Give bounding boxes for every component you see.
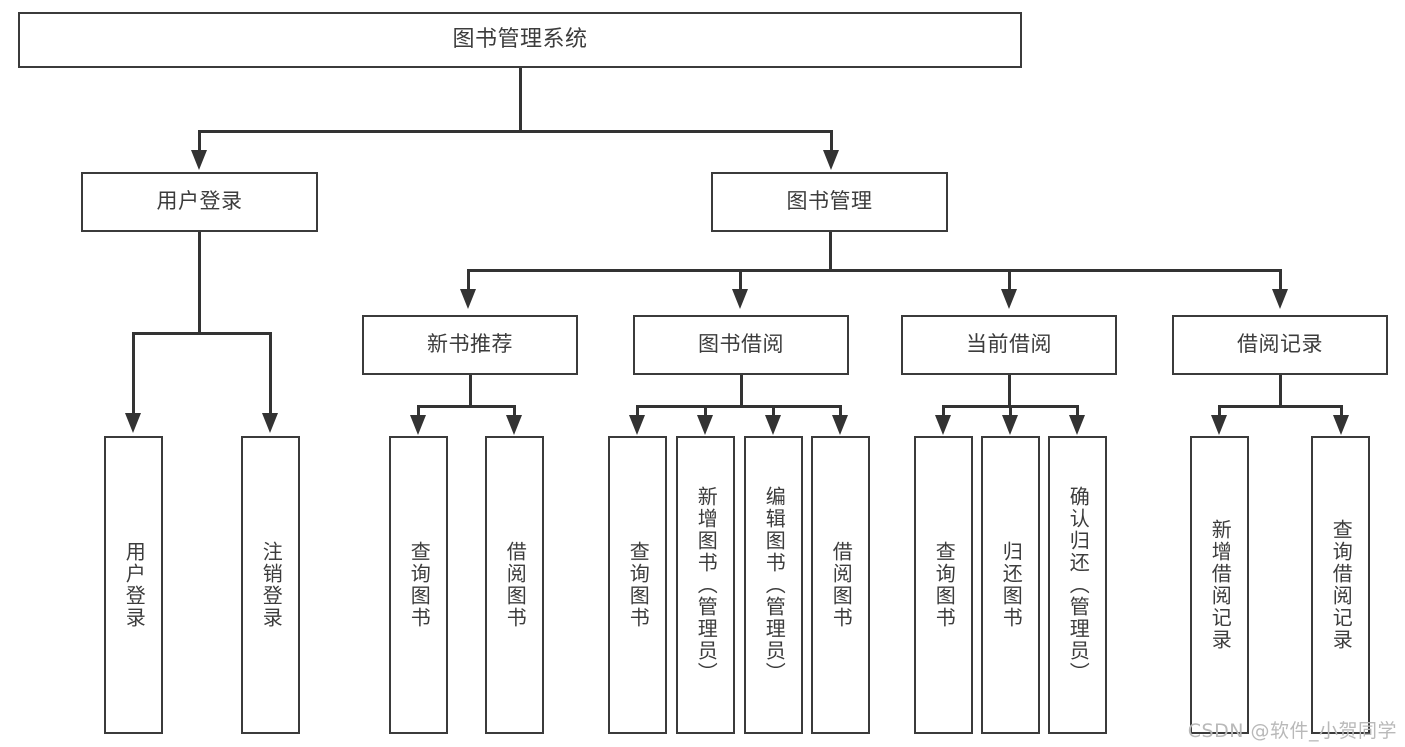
- connector-borrow-record-stem: [1279, 375, 1282, 407]
- connector-leaf-current-borrow-2: [1009, 405, 1012, 417]
- node-current-borrow[interactable]: 当前借阅: [901, 315, 1117, 375]
- node-label: 借阅记录: [1237, 332, 1323, 357]
- arrow-leaf-book-borrow-3: [765, 415, 781, 435]
- arrow-to-borrow-record: [1272, 289, 1288, 309]
- node-book-management[interactable]: 图书管理: [711, 172, 948, 232]
- connector-leaf-user-login-1: [132, 332, 135, 415]
- leaf-label: 借阅图书: [829, 541, 854, 629]
- connector-leaf-current-borrow-3: [1076, 405, 1079, 417]
- arrow-to-user-login: [191, 150, 207, 170]
- node-label: 用户登录: [156, 189, 243, 214]
- connector-leaf-book-borrow-2: [704, 405, 707, 417]
- leaf-current-borrow-2[interactable]: 归还图书: [981, 436, 1040, 734]
- connector-to-book-manage: [830, 130, 833, 152]
- arrow-to-book-manage: [823, 150, 839, 170]
- leaf-user-login-2[interactable]: 注销登录: [241, 436, 300, 734]
- connector-leaf-borrow-record-1: [1218, 405, 1221, 417]
- leaf-label: 查询图书: [932, 541, 957, 629]
- node-new-book-recommend[interactable]: 新书推荐: [362, 315, 578, 375]
- node-book-borrow[interactable]: 图书借阅: [633, 315, 849, 375]
- arrow-leaf-current-borrow-2: [1002, 415, 1018, 435]
- leaf-label: 新增图书（管理员）: [694, 486, 719, 684]
- leaf-user-login-1[interactable]: 用户登录: [104, 436, 163, 734]
- connector-current-borrow-stem: [1008, 375, 1011, 407]
- leaf-new-book-2[interactable]: 借阅图书: [485, 436, 544, 734]
- leaf-book-borrow-3[interactable]: 编辑图书（管理员）: [744, 436, 803, 734]
- arrow-leaf-user-login-1: [125, 413, 141, 433]
- connector-to-borrow-record: [1279, 269, 1282, 291]
- arrow-leaf-current-borrow-1: [935, 415, 951, 435]
- connector-leaf-user-login-2: [269, 332, 272, 415]
- arrow-leaf-new-book-2: [506, 415, 522, 435]
- node-label: 当前借阅: [966, 332, 1052, 357]
- leaf-book-borrow-4[interactable]: 借阅图书: [811, 436, 870, 734]
- leaf-label: 编辑图书（管理员）: [762, 486, 787, 684]
- leaf-label: 查询图书: [626, 541, 651, 629]
- leaf-label: 归还图书: [999, 541, 1024, 629]
- connector-to-user-login: [198, 130, 201, 152]
- leaf-label: 新增借阅记录: [1208, 519, 1233, 651]
- connector-leaf-new-book-1: [417, 405, 420, 417]
- arrow-leaf-borrow-record-1: [1211, 415, 1227, 435]
- arrow-leaf-user-login-2: [262, 413, 278, 433]
- arrow-leaf-new-book-1: [410, 415, 426, 435]
- connector-book-manage-bar: [467, 269, 1281, 272]
- connector-leaf-book-borrow-1: [636, 405, 639, 417]
- leaf-new-book-1[interactable]: 查询图书: [389, 436, 448, 734]
- leaf-label: 确认归还（管理员）: [1066, 486, 1091, 684]
- connector-to-current-borrow: [1008, 269, 1011, 291]
- node-label: 图书管理系统: [452, 26, 588, 52]
- arrow-leaf-book-borrow-2: [697, 415, 713, 435]
- arrow-leaf-current-borrow-3: [1069, 415, 1085, 435]
- arrow-to-current-borrow: [1001, 289, 1017, 309]
- leaf-book-borrow-1[interactable]: 查询图书: [608, 436, 667, 734]
- arrow-leaf-book-borrow-1: [629, 415, 645, 435]
- connector-leaf-current-borrow-1: [942, 405, 945, 417]
- connector-root-bar: [198, 130, 832, 133]
- arrow-leaf-borrow-record-2: [1333, 415, 1349, 435]
- connector-book-borrow-bar: [636, 405, 841, 408]
- connector-to-new-book: [467, 269, 470, 291]
- leaf-label: 借阅图书: [503, 541, 528, 629]
- connector-to-book-borrow: [739, 269, 742, 291]
- leaf-label: 查询借阅记录: [1329, 519, 1354, 651]
- connector-leaf-borrow-record-2: [1340, 405, 1343, 417]
- node-label: 图书借阅: [698, 332, 784, 357]
- leaf-label: 注销登录: [259, 541, 284, 629]
- node-label: 图书管理: [786, 189, 873, 214]
- leaf-borrow-record-1[interactable]: 新增借阅记录: [1190, 436, 1249, 734]
- connector-borrow-record-bar: [1218, 405, 1342, 408]
- leaf-current-borrow-1[interactable]: 查询图书: [914, 436, 973, 734]
- leaf-borrow-record-2[interactable]: 查询借阅记录: [1311, 436, 1370, 734]
- leaf-book-borrow-2[interactable]: 新增图书（管理员）: [676, 436, 735, 734]
- connector-book-borrow-stem: [740, 375, 743, 407]
- arrow-leaf-book-borrow-4: [832, 415, 848, 435]
- connector-leaf-book-borrow-3: [772, 405, 775, 417]
- connector-user-login-stem: [198, 232, 201, 334]
- connector-leaf-new-book-2: [513, 405, 516, 417]
- connector-book-manage-stem: [829, 232, 832, 271]
- node-borrow-record[interactable]: 借阅记录: [1172, 315, 1388, 375]
- node-user-login[interactable]: 用户登录: [81, 172, 318, 232]
- csdn-watermark: CSDN @软件_小贺同学: [1187, 720, 1397, 742]
- node-root-system[interactable]: 图书管理系统: [18, 12, 1022, 68]
- node-label: 新书推荐: [427, 332, 513, 357]
- connector-leaf-book-borrow-4: [839, 405, 842, 417]
- leaf-label: 用户登录: [122, 541, 147, 629]
- arrow-to-book-borrow: [732, 289, 748, 309]
- arrow-to-new-book: [460, 289, 476, 309]
- connector-new-book-bar: [417, 405, 516, 408]
- connector-user-login-bar: [132, 332, 271, 335]
- leaf-current-borrow-3[interactable]: 确认归还（管理员）: [1048, 436, 1107, 734]
- connector-root-stem: [519, 68, 522, 131]
- connector-new-book-stem: [469, 375, 472, 407]
- leaf-label: 查询图书: [407, 541, 432, 629]
